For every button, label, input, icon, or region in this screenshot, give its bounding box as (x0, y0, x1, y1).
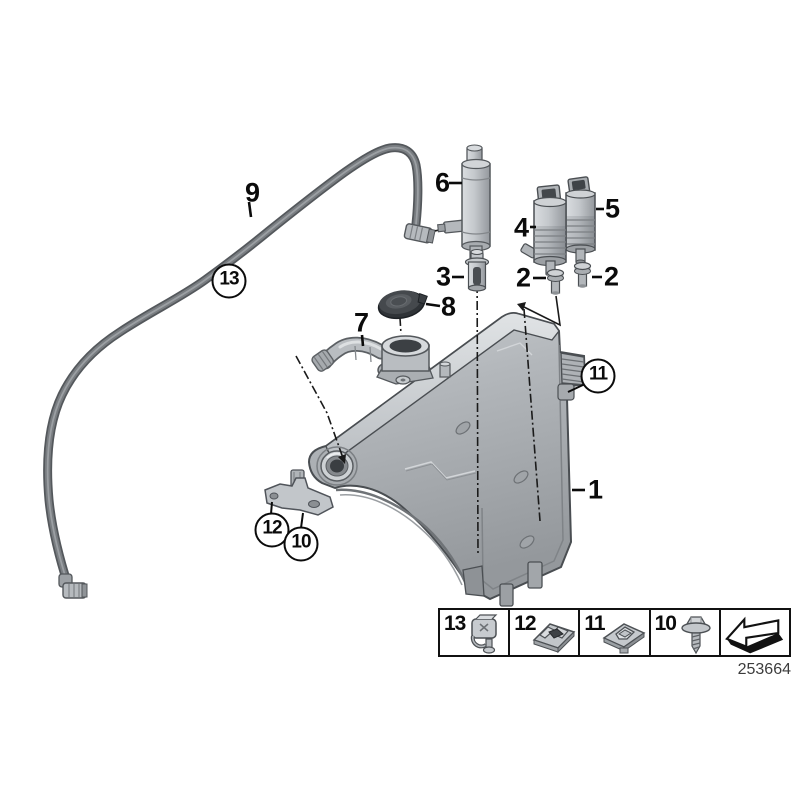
callout-2-right[interactable]: 2 (603, 261, 619, 292)
legend-cell-13[interactable]: 13 (440, 610, 511, 655)
ribbed-mount-tab (557, 352, 586, 401)
callout-13-circled[interactable]: 13 (211, 263, 247, 299)
callout-2-left[interactable]: 2 (515, 262, 531, 293)
callout-9[interactable]: 9 (244, 177, 260, 208)
legend-label-13: 13 (444, 612, 466, 635)
washer-pump-left (520, 184, 567, 277)
filler-cap (377, 290, 428, 320)
legend-cell-arrow (721, 610, 789, 655)
callout-7[interactable]: 7 (353, 307, 369, 338)
washer-pump-headlight (437, 144, 491, 262)
hose-clip-icon (470, 614, 498, 654)
washer-hose (43, 143, 436, 599)
pump-grommet (464, 249, 490, 292)
diagram-number: 253664 (737, 661, 791, 678)
legend-label-12: 12 (514, 612, 536, 635)
cage-nut-icon (533, 623, 576, 654)
neck-ribbed-tip (311, 349, 335, 372)
hose-pump-connector (403, 223, 436, 244)
callout-4[interactable]: 4 (513, 212, 529, 243)
legend-cell-12[interactable]: 12 (510, 610, 581, 655)
washer-pump-right (565, 176, 596, 265)
reservoir-dimples (455, 421, 535, 549)
legend-cell-10[interactable]: 10 (651, 610, 721, 655)
expanding-clip-icon (602, 623, 646, 654)
reference-lines (295, 227, 561, 557)
callout-11-circled[interactable]: 11 (580, 358, 616, 394)
callout-8[interactable]: 8 (440, 291, 456, 322)
hose-end-connector (58, 573, 88, 599)
direction-of-travel-arrow-icon (724, 616, 784, 653)
filler-neck (311, 335, 434, 385)
callout-10-circled[interactable]: 10 (283, 526, 319, 562)
filler-hole (316, 446, 358, 486)
legend-label-11: 11 (584, 612, 605, 635)
fastener-legend-table: 13 12 11 (438, 608, 791, 657)
callout-5[interactable]: 5 (604, 193, 620, 224)
callout-3[interactable]: 3 (435, 261, 451, 292)
callout-6[interactable]: 6 (434, 167, 450, 198)
seal-grommet-left (546, 268, 565, 295)
washer-fluid-reservoir (307, 312, 587, 607)
leader-lines (247, 181, 604, 529)
callout-1[interactable]: 1 (587, 474, 603, 505)
legend-cell-11[interactable]: 11 (580, 610, 651, 655)
self-tapping-screw-icon (681, 616, 711, 655)
legend-label-10: 10 (654, 612, 677, 635)
seal-grommet-right (573, 261, 592, 288)
mounting-bracket (264, 469, 334, 516)
